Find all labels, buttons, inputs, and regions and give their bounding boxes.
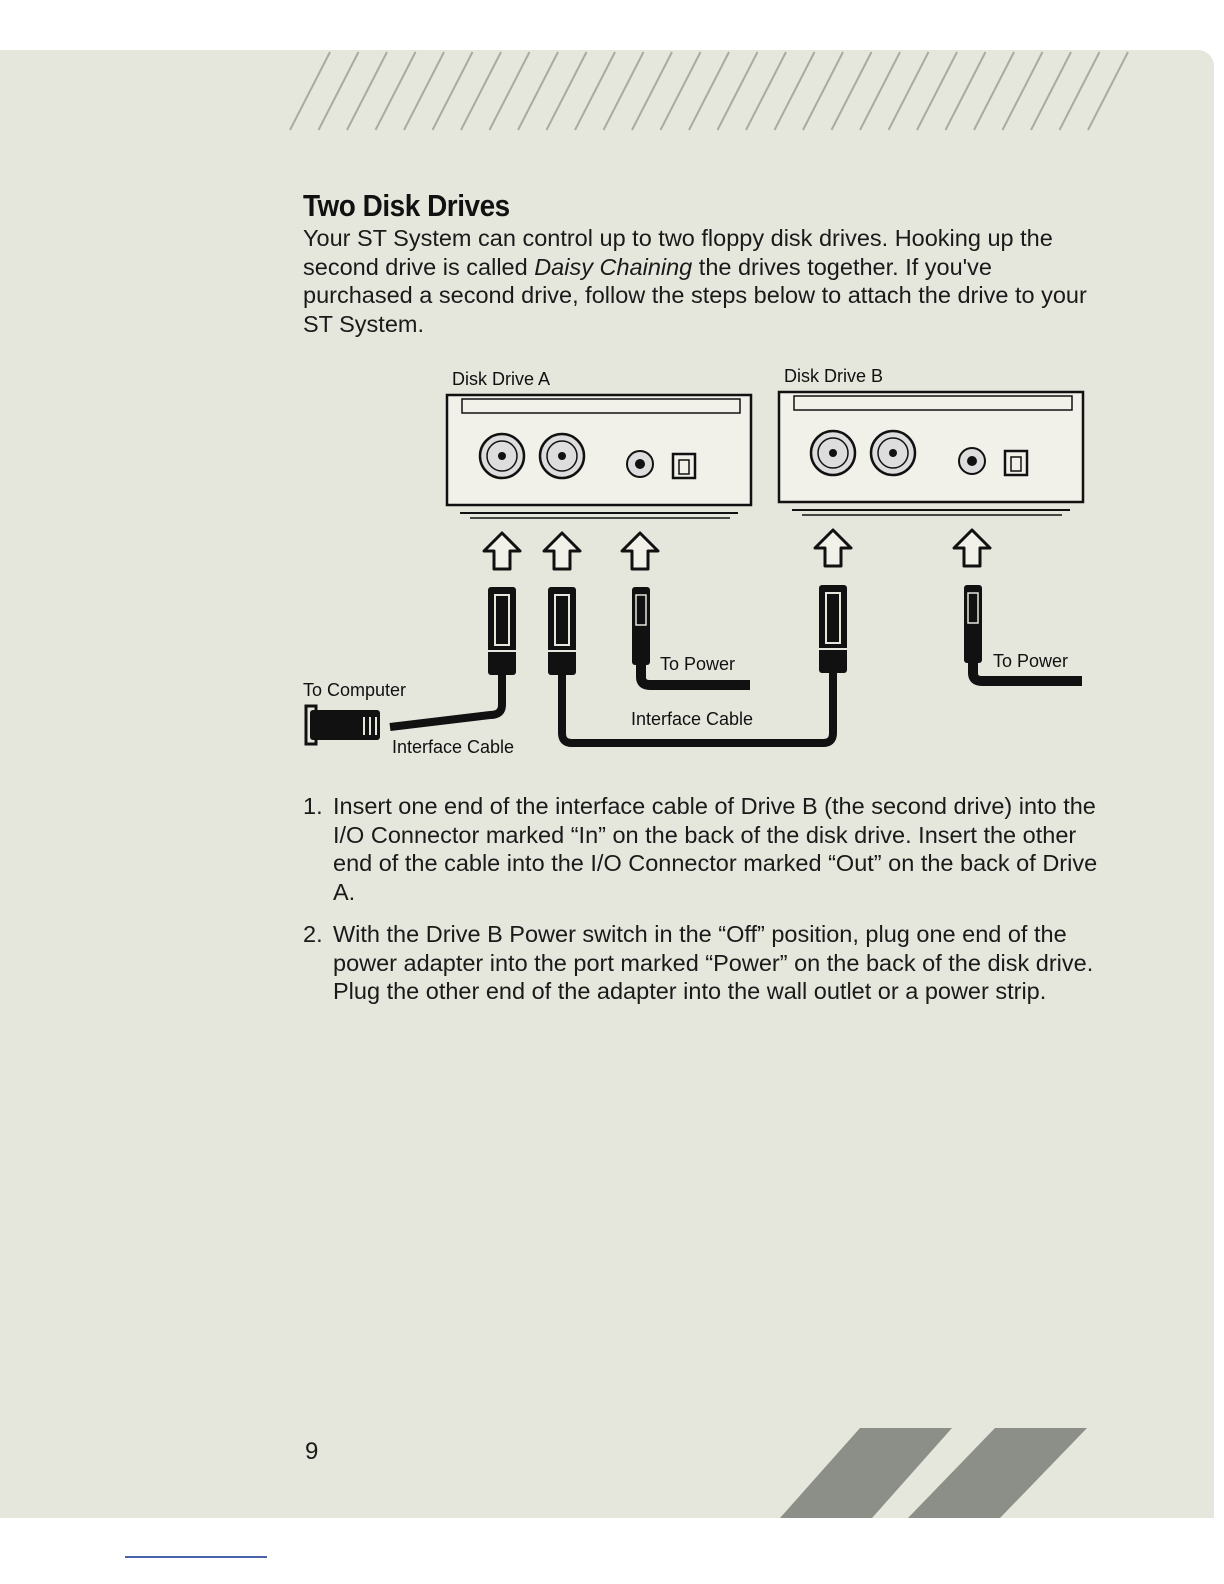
drive-a-label: Disk Drive A [452,369,550,389]
instruction-steps: 1. Insert one end of the interface cable… [303,792,1103,1020]
drive-b-in-port-icon [809,429,857,477]
drive-b-power-switch-icon [1003,449,1029,477]
arrow-up-icon [813,528,853,568]
interface-cable-label-a: Interface Cable [392,737,514,757]
header-stripe [944,51,987,131]
power-cable-a [636,663,750,690]
step-number: 2. [303,921,323,947]
header-stripe [1058,51,1101,131]
disk-drive-a [445,393,753,519]
computer-connector [304,704,380,746]
step-item: 1. Insert one end of the interface cable… [303,792,1103,906]
to-power-b-label: To Power [993,651,1068,671]
power-cable-b [968,661,1082,686]
cable-plug-a-out [548,587,576,675]
disk-drive-b [777,390,1085,516]
daisy-chain-diagram: Disk Drive A Disk Drive B [303,366,1085,757]
corner-stripes [780,1428,1087,1518]
interface-cable-label-b: Interface Cable [631,709,753,729]
drive-b-power-port-icon [958,447,986,475]
header-stripe [574,51,616,131]
drive-b-label: Disk Drive B [784,366,883,386]
step-text: Insert one end of the interface cable of… [333,793,1098,905]
header-stripe [488,51,531,131]
header-stripe [745,51,787,131]
header-stripe [545,51,588,131]
header-stripe [1030,51,1072,131]
header-stripe [289,51,331,131]
manual-page [0,50,1214,1518]
to-computer-label: To Computer [303,680,406,700]
step-item: 2. With the Drive B Power switch in the … [303,920,1103,1006]
header-stripe [830,51,873,131]
drive-a-power-switch-icon [671,452,697,480]
to-power-a-label: To Power [660,654,735,674]
drive-a-out-port-icon [538,432,586,480]
intro-italic-term: Daisy Chaining [534,253,693,280]
header-stripe [887,51,930,131]
arrow-up-icon [482,531,522,571]
cable-plug-a-in [488,587,516,675]
header-stripe [1087,51,1129,131]
cable-plug-b-in [819,585,847,673]
header-stripe [802,51,844,131]
intro-paragraph: Your ST System can control up to two flo… [303,224,1103,338]
arrow-up-icon [952,528,992,568]
header-stripe [773,51,816,131]
header-stripe [716,51,759,131]
header-stripe [431,51,474,131]
power-plug-b [964,585,982,663]
step-number: 1. [303,793,323,819]
header-stripe [403,51,445,131]
arrow-up-icon [542,531,582,571]
header-stripe [973,51,1015,131]
header-stripe [346,51,388,131]
header-stripe [602,51,645,131]
interface-cable-computer [389,673,506,731]
arrow-up-icon [620,531,660,571]
header-stripe [1001,51,1044,131]
intro-text-start: Your ST System can control up to two flo… [303,225,1053,280]
section-title: Two Disk Drives [303,188,510,223]
header-stripe [659,51,702,131]
power-plug-a [632,587,650,665]
header-stripe [374,51,417,131]
header-stripe [517,51,559,131]
header-stripe [916,51,958,131]
header-stripe [317,51,360,131]
page-number: 9 [305,1438,319,1465]
header-stripe [688,51,730,131]
header-stripes [289,51,1129,131]
header-stripe [460,51,502,131]
step-text: With the Drive B Power switch in the “Of… [333,921,1094,1004]
header-stripe [859,51,901,131]
intro-text-end: the drives together. If you've purchased… [303,253,1087,337]
interface-cable-a-to-b [558,671,837,747]
drive-b-out-port-icon [869,429,917,477]
footer-rule [125,1556,267,1558]
header-stripe [631,51,673,131]
drive-a-in-port-icon [478,432,526,480]
drive-a-power-port-icon [626,450,654,478]
